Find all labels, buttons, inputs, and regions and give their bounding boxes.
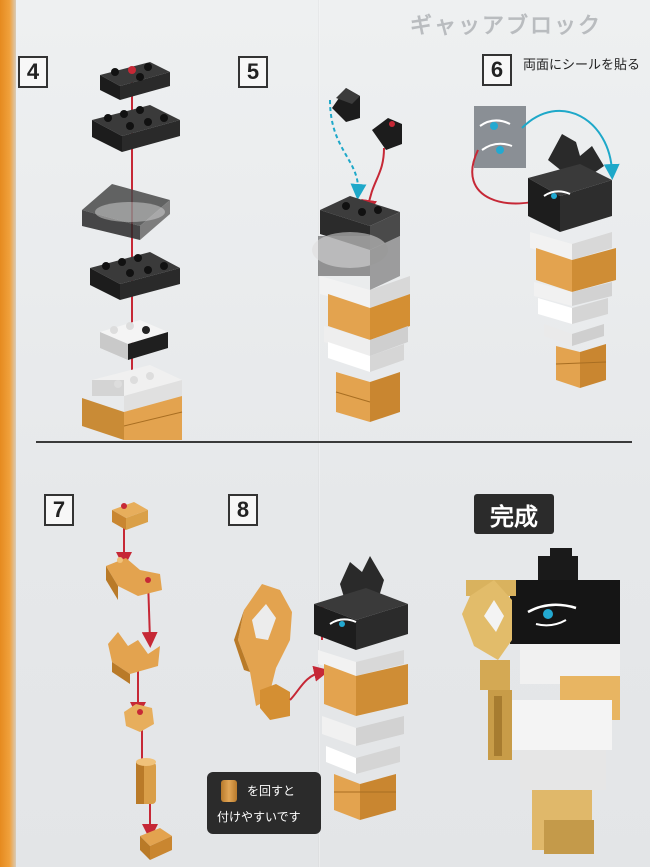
gold-brick-top (112, 502, 148, 530)
white-black-plate (100, 320, 168, 360)
gold-claw-piece (108, 632, 160, 684)
step-4-illustration (82, 62, 183, 440)
black-brick-2x4-lower (90, 252, 180, 300)
gold-base-piece (140, 828, 172, 860)
black-slope-brick-faded (82, 184, 170, 240)
tower-step5 (312, 196, 410, 422)
paper-fold (318, 0, 320, 867)
base-stack-step4 (82, 365, 183, 440)
step-7-number: 7 (44, 494, 74, 526)
completed-model (462, 548, 620, 854)
step-6-number: 6 (482, 54, 512, 86)
completed-badge: 完成 (474, 494, 554, 534)
gold-scepter-assembled (234, 584, 292, 720)
black-brick-small (100, 62, 170, 100)
tower-step6 (528, 134, 616, 388)
orange-page-edge (0, 0, 16, 867)
step-5-illustration (312, 88, 410, 422)
step-7-illustration (106, 502, 172, 860)
step-8-illustration (234, 556, 408, 820)
black-brick-2x4 (92, 105, 180, 152)
rotate-stud-icon (221, 780, 237, 802)
gold-arch-piece (106, 557, 162, 600)
tip-line-1: を回すと (247, 784, 296, 798)
faint-header-title: ギャッアブロック (410, 13, 603, 38)
step-6-sticker-note: 両面にシールを貼る (523, 57, 641, 72)
gold-bar-piece (136, 758, 156, 804)
step-6-illustration (471, 106, 620, 388)
slope-piece-2 (372, 118, 402, 150)
tip-line-2: 付けやすいです (217, 810, 301, 824)
sticker-sheet (474, 106, 526, 168)
slope-piece-1 (332, 88, 360, 122)
tip-box: を回すと 付けやすいです (207, 772, 321, 834)
step-4-number: 4 (18, 56, 48, 88)
gold-round-piece (124, 704, 154, 732)
tower-step8 (314, 556, 408, 820)
section-divider (36, 441, 632, 443)
step-8-number: 8 (228, 494, 258, 526)
step-5-number: 5 (238, 56, 268, 88)
